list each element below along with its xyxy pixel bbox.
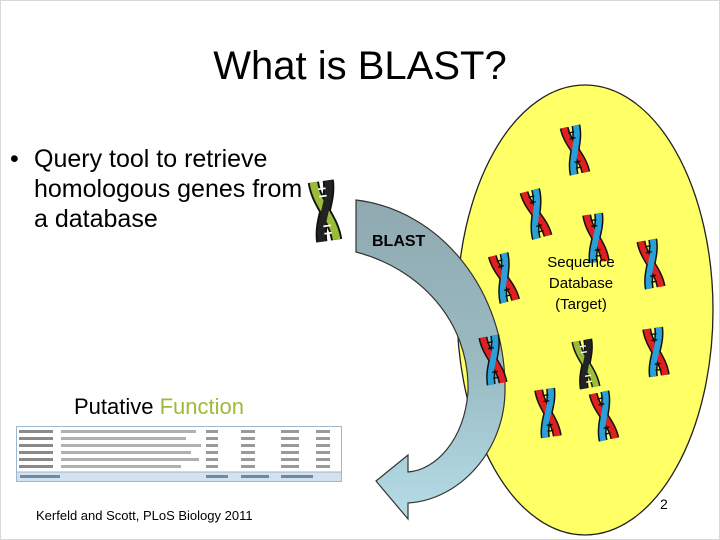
bullet-text: Query tool to retrieve homologous genes … — [34, 145, 303, 233]
function-highlight: Function — [159, 394, 244, 419]
database-label-line: Database — [548, 275, 614, 292]
bullet-marker: • — [10, 145, 19, 173]
bullet-list: • Query tool to retrieve homologous gene… — [10, 144, 320, 234]
citation: Kerfeld and Scott, PLoS Biology 2011 — [36, 508, 253, 523]
putative-prefix: Putative — [74, 394, 160, 419]
database-label: Sequence Database (Target) — [530, 252, 632, 315]
putative-function-label: Putative Function — [74, 394, 244, 420]
database-label-line: (Target) — [555, 296, 607, 313]
blast-arrow — [355, 199, 506, 521]
database-label-line: Sequence — [547, 254, 615, 271]
slide-title: What is BLAST? — [213, 44, 507, 88]
page-number: 2 — [660, 496, 668, 512]
results-table-image — [16, 426, 342, 482]
blast-label: BLAST — [372, 233, 426, 250]
